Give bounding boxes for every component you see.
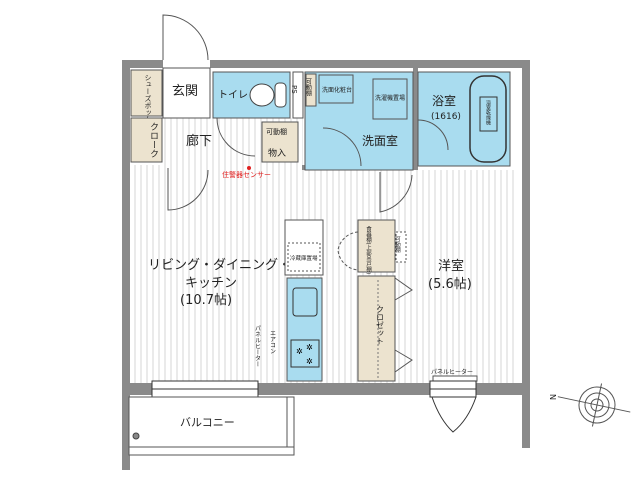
storage-label: 物入 — [268, 147, 286, 159]
ps-shaft — [292, 71, 304, 119]
shoe-box[interactable] — [130, 69, 163, 117]
washer-label: 洗濯機置場 — [375, 94, 405, 102]
closet-door[interactable] — [394, 277, 413, 373]
entrance-label: 玄関 — [172, 84, 198, 99]
cupboard[interactable] — [357, 219, 396, 273]
balcony-label: バルコニー — [180, 416, 235, 429]
washroom-label: 洗面室 — [362, 133, 398, 148]
panel-heater-bed — [432, 375, 478, 382]
sink-icon — [292, 287, 318, 317]
storage[interactable] — [261, 121, 299, 163]
north-label: N — [548, 394, 557, 400]
washroom-door[interactable] — [322, 127, 362, 167]
toilet-label: トイレ — [218, 90, 248, 101]
cloak[interactable] — [130, 117, 163, 163]
bedroom-shelf[interactable] — [395, 231, 407, 263]
ldk-kitchen-label: キッチン — [185, 276, 237, 291]
cupboard-label: 食器棚(上部吊戸棚) — [365, 225, 372, 274]
bedroom-door[interactable] — [379, 172, 413, 213]
vanity-label: 洗面化粧台 — [322, 86, 352, 94]
bedroom-size-label: (5.6帖) — [428, 277, 472, 292]
burner-icon: ✲ — [296, 347, 303, 356]
compass-icon — [557, 383, 631, 427]
sensor-label: 住警器センサー — [222, 170, 271, 179]
washer-space — [372, 78, 408, 120]
ldk-size-label: (10.7帖) — [180, 293, 232, 308]
panel-heater-ldk-label: パネルヒーター — [254, 325, 261, 367]
bath-door[interactable] — [417, 119, 449, 151]
stove-icon — [290, 339, 320, 368]
washroom-shelf-label: 可動棚 — [305, 78, 312, 97]
closet-label: クロゼット — [376, 305, 385, 345]
toilet-door[interactable] — [216, 117, 256, 157]
bath-label: 浴室 — [432, 93, 456, 108]
sensor-icon — [247, 166, 251, 170]
cupboard-door[interactable] — [337, 231, 359, 271]
bedroom-floor — [380, 170, 518, 383]
cloak-label: クローク — [148, 122, 158, 158]
storage-shelf-label: 可動棚 — [266, 127, 287, 136]
bath-size-label: (1616) — [431, 112, 461, 122]
fridge-label: 冷蔵庫置場 — [290, 254, 318, 262]
ldk-window[interactable] — [151, 380, 259, 398]
burner-icon: ✲ — [306, 357, 313, 366]
closet[interactable] — [357, 275, 396, 382]
toilet-bowl-icon — [249, 83, 275, 107]
aircon-label: エアコン — [269, 330, 276, 354]
toilet-tank-icon — [274, 82, 287, 108]
bath-dryer — [479, 96, 498, 132]
bedroom-window[interactable] — [429, 380, 477, 433]
panel-heater-bed-label: パネルヒーター — [431, 368, 473, 376]
ldk-floor — [130, 165, 380, 383]
entrance-area — [162, 67, 211, 119]
vanity — [318, 74, 354, 104]
shoe-box-label: シューズボックス — [144, 74, 152, 130]
hallway-label: 廊下 — [186, 133, 212, 149]
fridge-outline — [287, 242, 321, 272]
washroom-shelf[interactable] — [305, 73, 317, 107]
entrance-door[interactable] — [162, 14, 209, 61]
burner-icon: ✲ — [306, 343, 313, 352]
bedroom-label: 洋室 — [438, 258, 464, 274]
bath-dryer-label: 浴室乾燥機 — [485, 99, 491, 126]
balcony — [128, 396, 295, 456]
ldk-label: リビング・ダイニング・ — [148, 258, 291, 273]
ps-label: PS — [290, 85, 298, 94]
bedroom-shelf-label: 可動棚 — [394, 236, 401, 254]
drain-icon — [132, 432, 140, 440]
ldk-door[interactable] — [167, 168, 209, 211]
